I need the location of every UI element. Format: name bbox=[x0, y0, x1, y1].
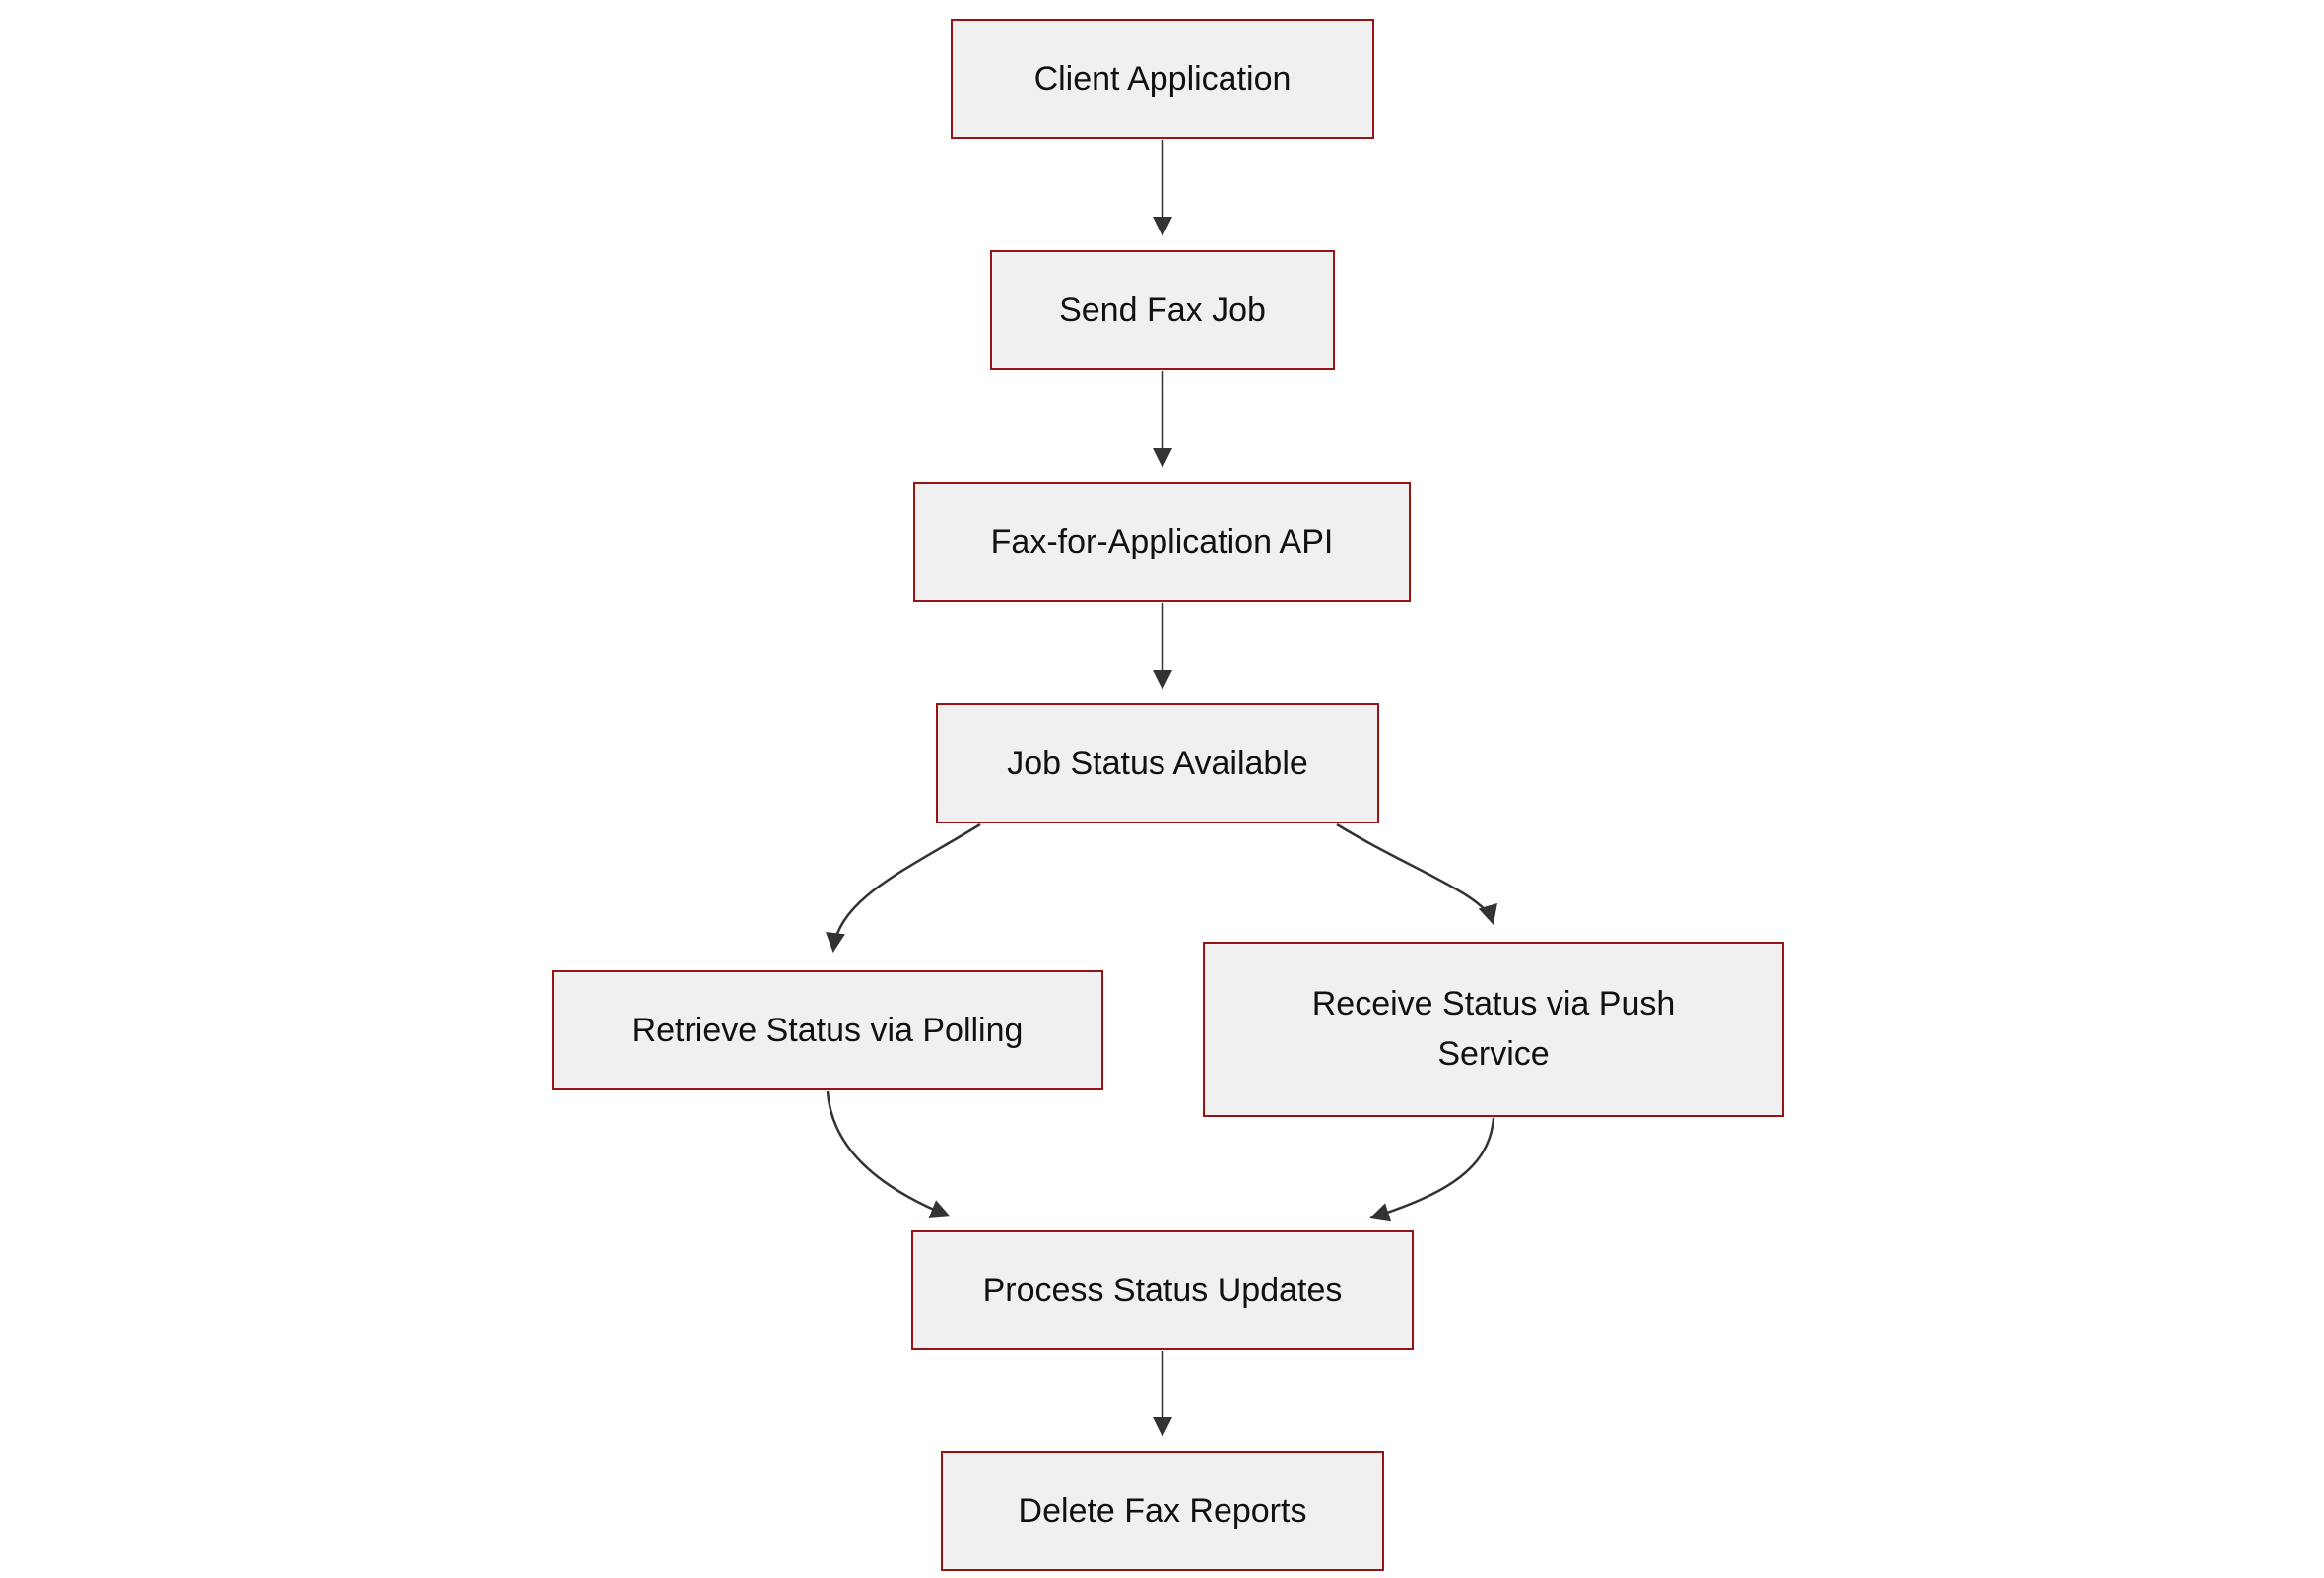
node-label: Client Application bbox=[1033, 59, 1292, 98]
node-label: Process Status Updates bbox=[982, 1271, 1343, 1309]
node-label: Job Status Available bbox=[1007, 744, 1308, 782]
edge-push-to-process bbox=[1369, 1117, 1495, 1222]
node-label: Retrieve Status via Polling bbox=[631, 1011, 1024, 1049]
node-delete-fax-reports: Delete Fax Reports bbox=[941, 1451, 1384, 1571]
edge-status-to-push bbox=[1336, 822, 1497, 925]
node-process-status-updates: Process Status Updates bbox=[911, 1230, 1414, 1350]
node-label: Receive Status via Push Service bbox=[1311, 985, 1676, 1073]
node-job-status-available: Job Status Available bbox=[936, 703, 1379, 823]
node-label: Delete Fax Reports bbox=[1018, 1491, 1307, 1530]
node-label: Send Fax Job bbox=[1059, 291, 1266, 329]
node-send-fax-job: Send Fax Job bbox=[990, 250, 1335, 370]
node-receive-status-via-push-service: Receive Status via Push Service bbox=[1203, 942, 1784, 1117]
edge-polling-to-process bbox=[826, 1090, 951, 1218]
node-label: Fax-for-Application API bbox=[990, 522, 1334, 560]
node-retrieve-status-via-polling: Retrieve Status via Polling bbox=[552, 970, 1103, 1090]
node-client-application: Client Application bbox=[951, 19, 1374, 139]
edge-status-to-polling bbox=[826, 822, 981, 953]
node-fax-for-application-api: Fax-for-Application API bbox=[913, 482, 1411, 602]
